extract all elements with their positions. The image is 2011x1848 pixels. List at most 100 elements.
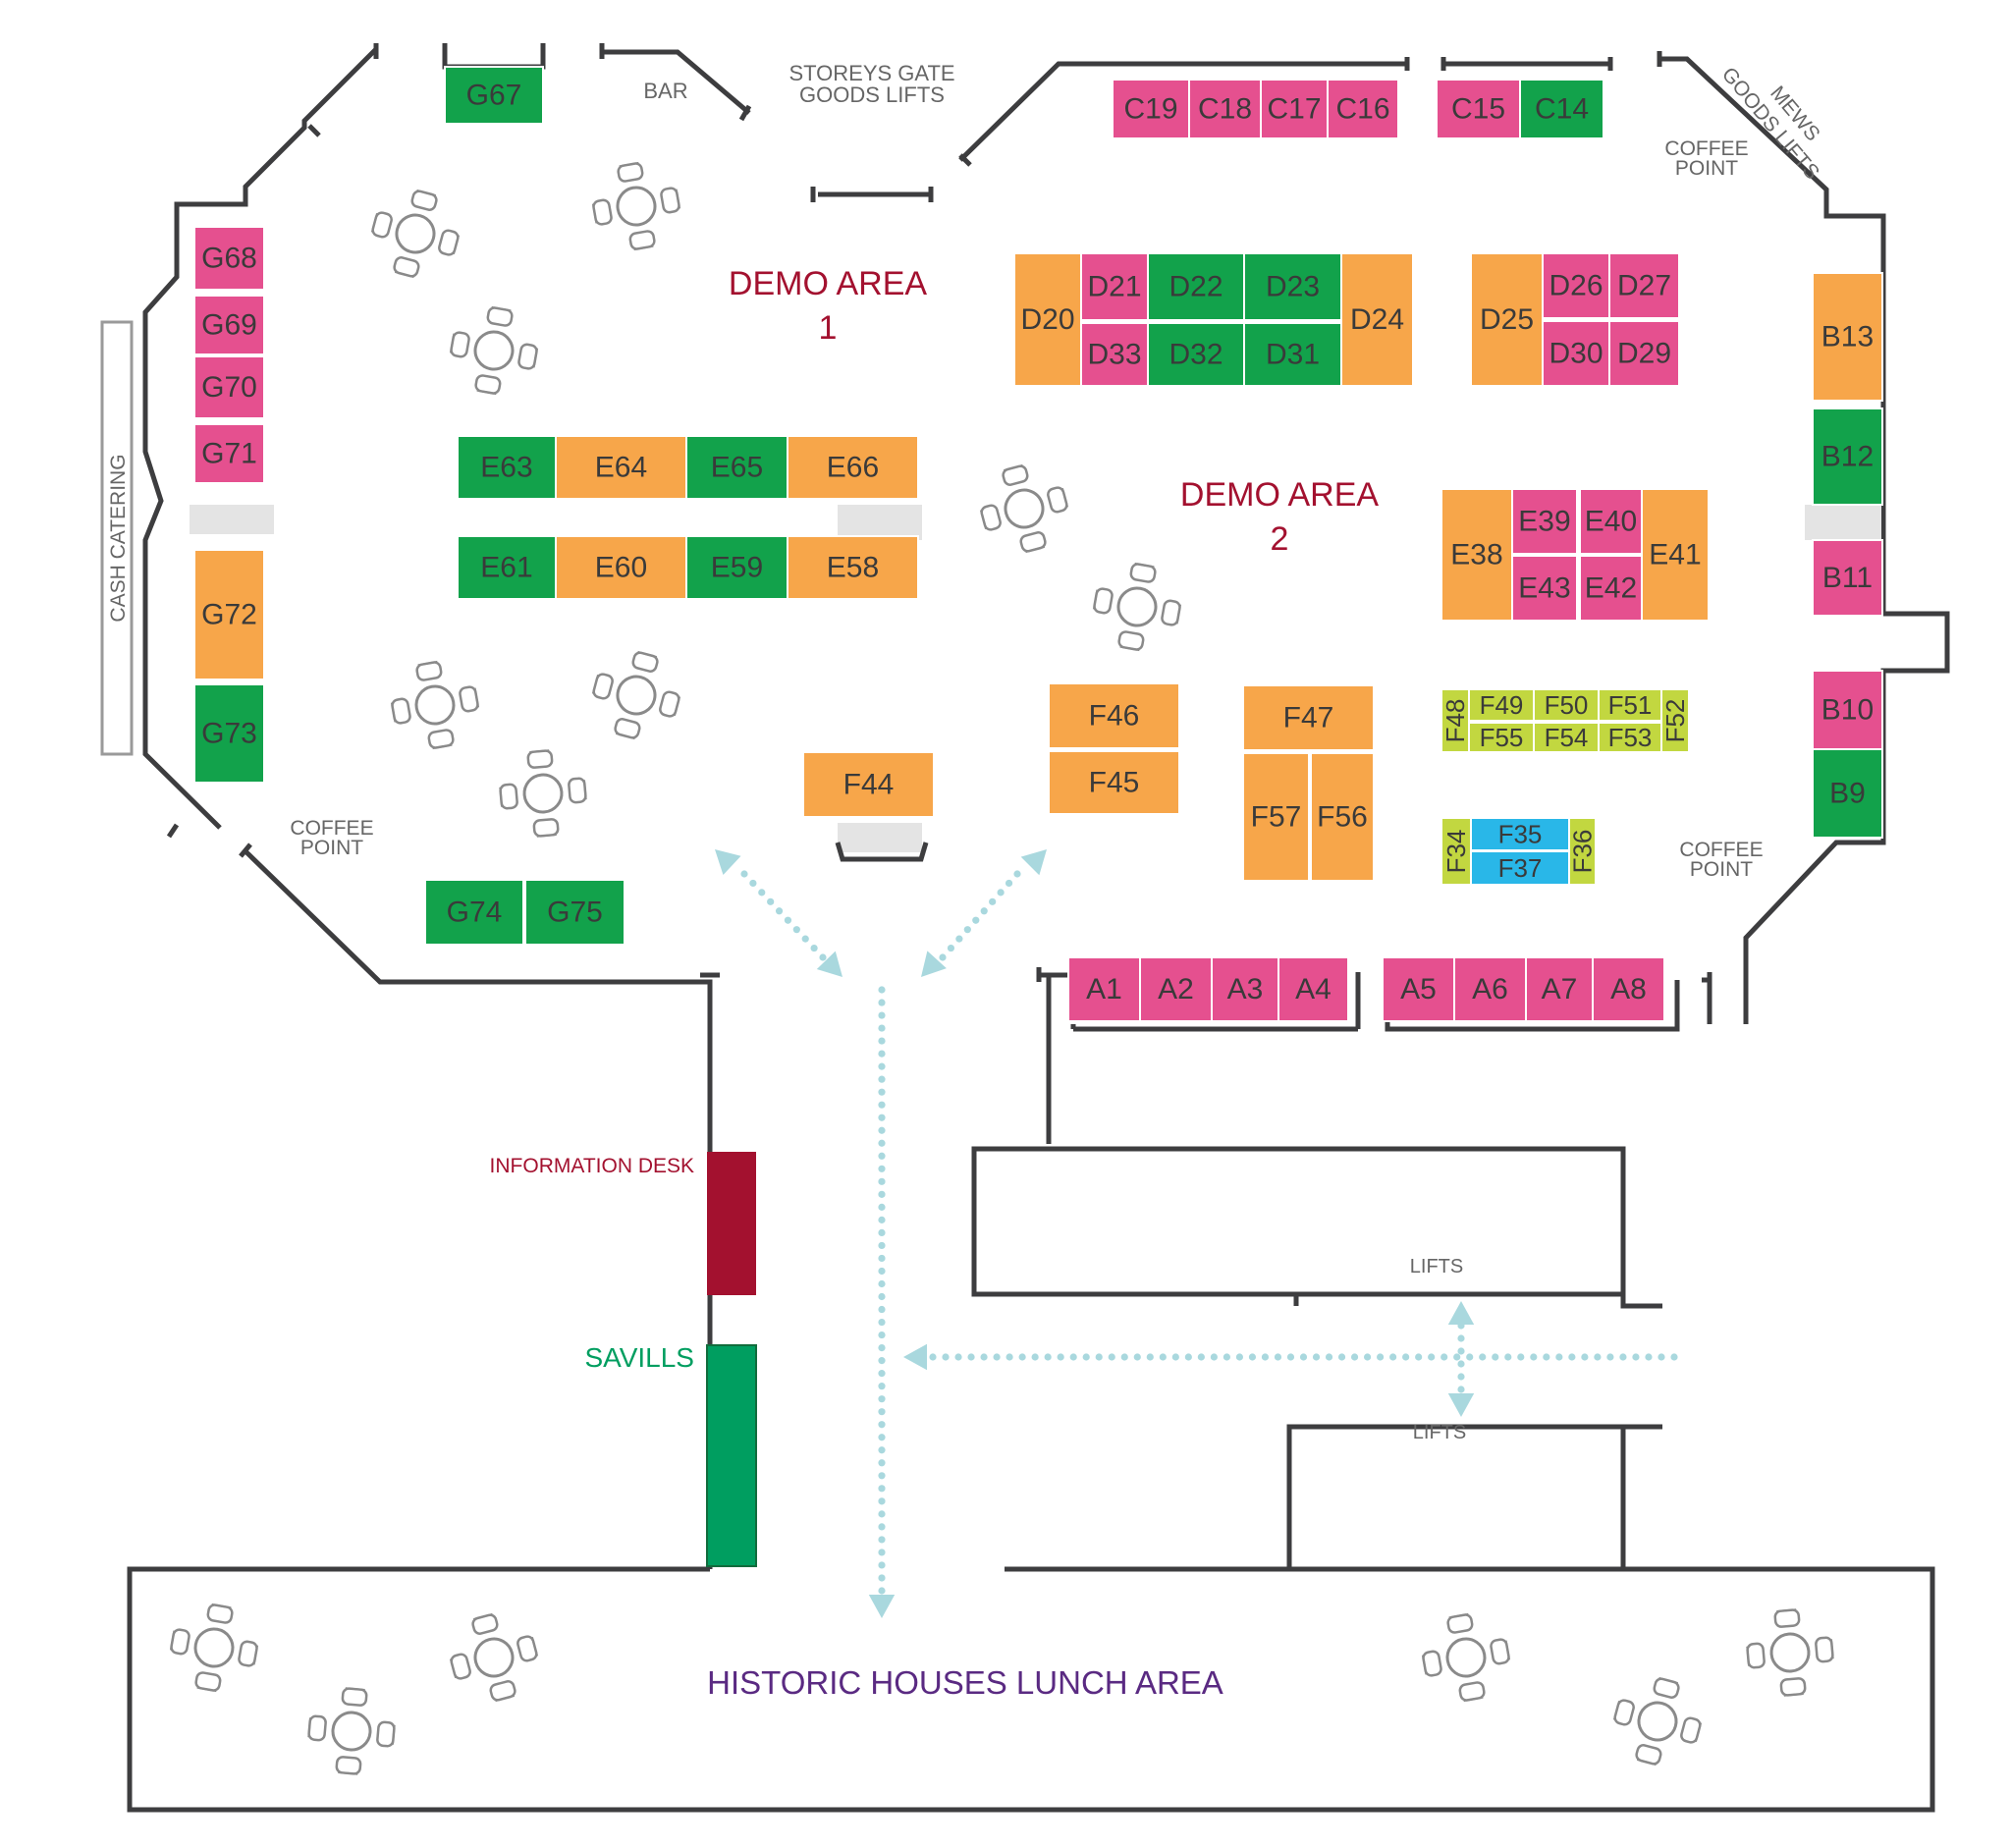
- stand-f55[interactable]: F55: [1468, 722, 1535, 753]
- stand-d33[interactable]: D33: [1080, 322, 1149, 387]
- stand-a8[interactable]: A8: [1592, 956, 1665, 1022]
- stand-c18[interactable]: C18: [1188, 79, 1262, 139]
- arrow-dot: [819, 953, 827, 961]
- stand-e43[interactable]: E43: [1511, 555, 1578, 622]
- stand-e42[interactable]: E42: [1579, 555, 1643, 622]
- stand-g67[interactable]: G67: [444, 66, 544, 125]
- stand-b11[interactable]: B11: [1812, 539, 1883, 617]
- stand-f50[interactable]: F50: [1533, 688, 1600, 722]
- stand-b10[interactable]: B10: [1812, 670, 1883, 750]
- stand-c16[interactable]: C16: [1327, 79, 1399, 139]
- stand-box: [1812, 408, 1883, 506]
- stand-g75[interactable]: G75: [524, 879, 625, 946]
- stand-d20[interactable]: D20: [1013, 252, 1082, 387]
- stand-e61[interactable]: E61: [457, 535, 557, 600]
- arrow-dot: [878, 1343, 886, 1352]
- goods-lifts-label: GOODS LIFTS: [799, 82, 945, 107]
- stand-f57[interactable]: F57: [1242, 752, 1310, 882]
- stand-g74[interactable]: G74: [424, 879, 524, 946]
- stand-c15[interactable]: C15: [1436, 79, 1521, 139]
- stand-f34[interactable]: F34: [1440, 817, 1472, 886]
- stand-d25[interactable]: D25: [1470, 252, 1544, 387]
- stand-f52[interactable]: F52: [1660, 688, 1690, 753]
- stand-d21[interactable]: D21: [1080, 252, 1149, 321]
- stand-f53[interactable]: F53: [1598, 722, 1662, 753]
- bracket: [835, 842, 929, 862]
- stand-d26[interactable]: D26: [1542, 252, 1610, 319]
- stand-f54[interactable]: F54: [1533, 722, 1600, 753]
- stand-g73[interactable]: G73: [193, 683, 265, 784]
- stand-a6[interactable]: A6: [1453, 956, 1527, 1022]
- stand-f56[interactable]: F56: [1310, 752, 1375, 882]
- stand-d27[interactable]: D27: [1608, 252, 1680, 319]
- bar-label: BAR: [643, 79, 687, 103]
- partition-block: [190, 505, 274, 534]
- arrow-dot: [878, 1357, 886, 1365]
- stand-b13[interactable]: B13: [1812, 272, 1883, 402]
- stand-d24[interactable]: D24: [1340, 252, 1414, 387]
- stand-b9[interactable]: B9: [1812, 748, 1883, 839]
- stand-label: A6: [1472, 973, 1508, 1006]
- stand-label: E39: [1518, 506, 1570, 538]
- stand-a1[interactable]: A1: [1067, 956, 1141, 1022]
- stand-e39[interactable]: E39: [1511, 488, 1578, 555]
- stand-g72[interactable]: G72: [193, 549, 265, 680]
- stand-c17[interactable]: C17: [1260, 79, 1329, 139]
- stand-label: E58: [827, 552, 879, 584]
- stand-e38[interactable]: E38: [1440, 488, 1513, 622]
- stand-label: F47: [1283, 702, 1334, 734]
- stand-a7[interactable]: A7: [1525, 956, 1594, 1022]
- stand-e58[interactable]: E58: [787, 535, 919, 600]
- stand-d30[interactable]: D30: [1542, 320, 1610, 387]
- stand-c19[interactable]: C19: [1112, 79, 1190, 139]
- stand-a2[interactable]: A2: [1139, 956, 1213, 1022]
- stand-f47[interactable]: F47: [1242, 684, 1375, 751]
- stand-c14[interactable]: C14: [1519, 79, 1604, 139]
- stand-d22[interactable]: D22: [1147, 252, 1245, 321]
- stand-f51[interactable]: F51: [1598, 688, 1662, 722]
- stand-b12[interactable]: B12: [1812, 408, 1883, 506]
- stand-g68[interactable]: G68: [193, 226, 265, 291]
- stand-label: D27: [1617, 270, 1671, 302]
- stand-f36[interactable]: F36: [1568, 817, 1598, 886]
- stand-f37[interactable]: F37: [1470, 850, 1570, 886]
- stand-box: [193, 683, 265, 784]
- stand-f44[interactable]: F44: [802, 751, 935, 818]
- stand-e40[interactable]: E40: [1579, 488, 1643, 555]
- arrow-dot: [1658, 1353, 1665, 1361]
- stand-f48[interactable]: F48: [1440, 688, 1470, 753]
- stand-f45[interactable]: F45: [1048, 750, 1180, 815]
- stand-e59[interactable]: E59: [685, 535, 788, 600]
- stand-f35[interactable]: F35: [1470, 817, 1570, 851]
- stand-e41[interactable]: E41: [1641, 488, 1710, 622]
- stand-d29[interactable]: D29: [1608, 320, 1680, 387]
- arrow-dot: [1235, 1353, 1244, 1361]
- arrow-dot: [972, 916, 980, 924]
- stand-label: D22: [1169, 271, 1223, 303]
- stand-d23[interactable]: D23: [1243, 252, 1342, 321]
- stand-f49[interactable]: F49: [1468, 688, 1535, 722]
- stand-e63[interactable]: E63: [457, 435, 557, 500]
- arrow-dot: [1120, 1353, 1128, 1361]
- stand-a3[interactable]: A3: [1211, 956, 1279, 1022]
- coffee-point-label: COFFEE: [290, 817, 373, 840]
- arrow-dot: [939, 953, 947, 961]
- stand-g71[interactable]: G71: [193, 423, 265, 484]
- stand-box: [1812, 748, 1883, 839]
- stand-a4[interactable]: A4: [1277, 956, 1349, 1022]
- arrow-dot: [1457, 1386, 1465, 1393]
- stand-g70[interactable]: G70: [193, 355, 265, 419]
- stand-f46[interactable]: F46: [1048, 682, 1180, 749]
- stand-d32[interactable]: D32: [1147, 322, 1245, 387]
- stand-e66[interactable]: E66: [787, 435, 919, 500]
- stand-g69[interactable]: G69: [193, 295, 265, 355]
- arrow-dot: [1261, 1353, 1270, 1361]
- stand-box: [1080, 322, 1149, 387]
- stand-e64[interactable]: E64: [555, 435, 687, 500]
- stand-a5[interactable]: A5: [1382, 956, 1455, 1022]
- stand-d31[interactable]: D31: [1243, 322, 1342, 387]
- wall-segment: [1702, 977, 1712, 1024]
- stand-e65[interactable]: E65: [685, 435, 788, 500]
- stand-e60[interactable]: E60: [555, 535, 687, 600]
